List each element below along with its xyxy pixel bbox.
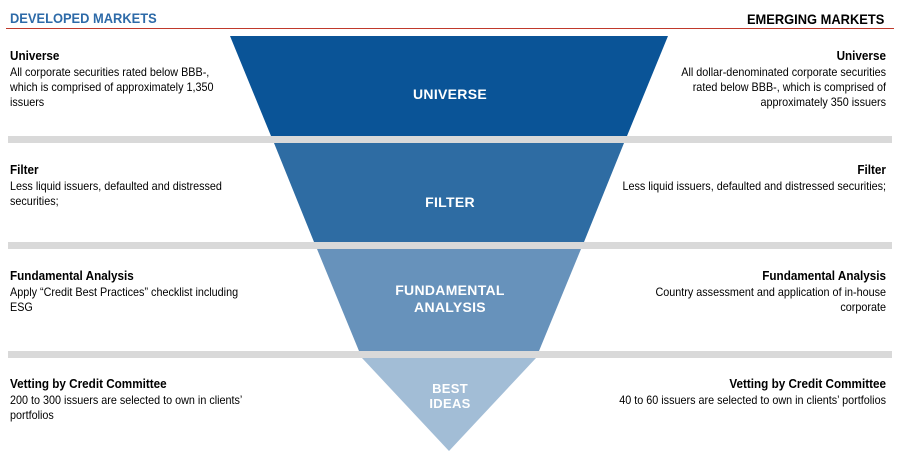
emerging-universe-desc-line2: rated below BBB-, which is comprised of [692, 80, 886, 94]
separator-band-3 [8, 351, 892, 358]
developed-vetting-block: Vetting by Credit Committee 200 to 300 i… [10, 376, 262, 423]
developed-markets-heading: DEVELOPED MARKETS [10, 10, 157, 26]
emerging-fundamental-title: Fundamental Analysis [762, 268, 886, 283]
emerging-universe-desc-line1: All dollar-denominated corporate securit… [681, 65, 886, 79]
developed-vetting-title: Vetting by Credit Committee [10, 376, 167, 391]
funnel-stage-universe [230, 36, 668, 136]
developed-fundamental-block: Fundamental Analysis Apply “Credit Best … [10, 268, 262, 315]
emerging-filter-block: Filter Less liquid issuers, defaulted an… [616, 162, 886, 194]
separator-band-1 [8, 136, 892, 143]
separator-band-2 [8, 242, 892, 249]
stage-label-fundamental-line2: ANALYSIS [414, 299, 486, 315]
emerging-vetting-title: Vetting by Credit Committee [729, 376, 886, 391]
developed-universe-desc-line3: issuers [10, 95, 45, 109]
emerging-universe-title: Universe [836, 48, 886, 63]
emerging-filter-title: Filter [857, 162, 886, 177]
developed-filter-desc: Less liquid issuers, defaulted and distr… [10, 179, 222, 208]
stage-label-filter: FILTER [425, 194, 475, 210]
emerging-filter-desc: Less liquid issuers, defaulted and distr… [622, 179, 886, 193]
developed-universe-desc-line1: All corporate securities rated below BBB… [10, 65, 210, 79]
developed-universe-title: Universe [10, 48, 60, 63]
emerging-markets-heading: EMERGING MARKETS [746, 11, 884, 27]
developed-universe-block: Universe All corporate securities rated … [10, 48, 262, 110]
developed-fundamental-title: Fundamental Analysis [10, 268, 134, 283]
developed-vetting-desc: 200 to 300 issuers are selected to own i… [10, 393, 242, 422]
header-divider [6, 28, 894, 29]
stage-label-fundamental-analysis: FUNDAMENTAL ANALYSIS [330, 282, 570, 316]
developed-filter-title: Filter [10, 162, 39, 177]
funnel-stage-best-ideas [362, 358, 536, 451]
funnel-stage-fundamental-analysis [317, 249, 581, 351]
stage-label-best-ideas-line1: BEST [432, 381, 468, 396]
stage-label-fundamental-line1: FUNDAMENTAL [395, 282, 505, 298]
developed-fundamental-desc: Apply “Credit Best Practices” checklist … [10, 285, 239, 314]
funnel-stage-filter [274, 143, 624, 242]
emerging-fundamental-block: Fundamental Analysis Country assessment … [616, 268, 886, 315]
emerging-universe-desc-line3: approximately 350 issuers [760, 95, 886, 109]
stage-label-universe: UNIVERSE [413, 86, 487, 102]
developed-universe-desc-line2: which is comprised of approximately 1,35… [10, 80, 214, 94]
emerging-fundamental-desc: Country assessment and application of in… [655, 285, 886, 314]
emerging-vetting-block: Vetting by Credit Committee 40 to 60 iss… [616, 376, 886, 408]
developed-filter-block: Filter Less liquid issuers, defaulted an… [10, 162, 262, 209]
stage-label-best-ideas: BEST IDEAS [330, 381, 570, 411]
emerging-vetting-desc: 40 to 60 issuers are selected to own in … [619, 393, 886, 407]
stage-label-best-ideas-line2: IDEAS [429, 396, 471, 411]
emerging-universe-block: Universe All dollar-denominated corporat… [616, 48, 886, 110]
